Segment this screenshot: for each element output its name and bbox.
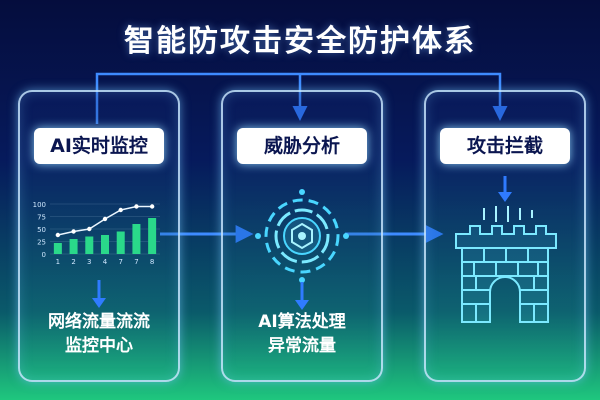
caption-line: 网络流量流流 — [48, 312, 150, 332]
chart-bar — [53, 243, 62, 254]
trend-point — [102, 216, 108, 222]
x-tick-label: 7 — [118, 258, 122, 266]
page-title: 智能防攻击安全防护体系 — [124, 24, 476, 59]
y-tick-label: 100 — [33, 201, 46, 209]
trend-point — [87, 226, 92, 232]
mini-line-bar-chart: 100 75 50 25 0 1 2 3 4 7 7 8 — [33, 201, 160, 266]
panel-threat-analysis: 威胁分析 AI算法处理 异常流量 — [221, 90, 383, 382]
y-tick-label: 50 — [37, 226, 46, 234]
top-feedback-line — [95, 72, 508, 124]
y-tick-label: 0 — [42, 251, 46, 259]
y-tick-label: 75 — [37, 214, 46, 222]
caption-line: 监控中心 — [65, 336, 133, 356]
down-arrow-icon — [295, 282, 309, 310]
x-tick-label: 2 — [71, 258, 75, 266]
x-tick-label: 1 — [56, 258, 60, 266]
trend-point — [71, 229, 76, 234]
y-tick-label: 25 — [37, 239, 46, 247]
caption-line: 异常流量 — [268, 336, 336, 356]
panel-caption-analysis: AI算法处理 异常流量 — [223, 310, 381, 358]
panel-attack-blocking: 攻击拦截 — [424, 90, 586, 382]
chart-bar — [101, 235, 109, 254]
x-tick-label: 3 — [87, 258, 91, 266]
panel-header-analysis: 威胁分析 — [237, 128, 367, 164]
trend-point — [134, 204, 139, 209]
trend-point — [55, 232, 61, 238]
ai-core-chip-icon — [255, 189, 349, 283]
chart-bar — [132, 224, 141, 254]
down-arrow-icon — [498, 176, 512, 202]
chart-bar — [69, 239, 78, 254]
trend-point — [118, 207, 123, 213]
panel-caption-monitoring: 网络流量流流 监控中心 — [20, 310, 178, 358]
x-tick-label: 8 — [150, 258, 154, 266]
chart-bar — [85, 236, 94, 254]
down-arrow-icon — [92, 280, 106, 308]
panel-header-monitoring: AI实时监控 — [34, 128, 164, 164]
x-tick-label: 4 — [103, 258, 108, 266]
panel-header-blocking: 攻击拦截 — [440, 128, 570, 164]
caption-line: AI算法处理 — [258, 312, 346, 332]
trend-point — [149, 204, 155, 209]
chart-bar — [116, 231, 125, 254]
x-tick-label: 7 — [134, 258, 138, 266]
castle-wall-icon — [455, 206, 557, 323]
panel-ai-monitoring: AI实时监控 100 75 50 25 0 1 2 3 4 7 7 8 网络流量流流 监控中心 — [18, 90, 180, 382]
chart-bar — [148, 218, 157, 254]
